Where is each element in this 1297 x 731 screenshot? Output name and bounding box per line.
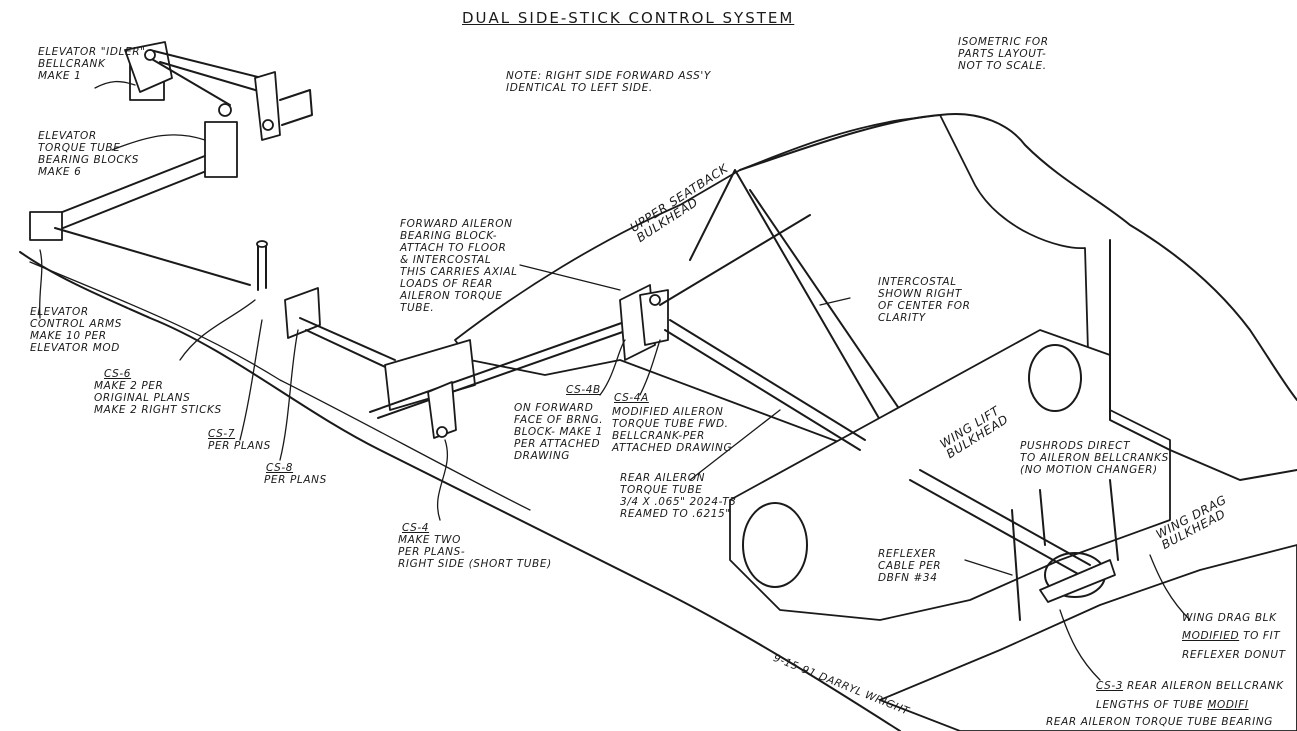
aileron-torque-tube: [299, 317, 397, 373]
cs4a-code: CS-4A: [614, 392, 649, 404]
leader-control-arms: [38, 249, 43, 319]
leader-cs8: [279, 329, 299, 461]
cs3-text: REAR AILERON BELLCRANK LENGTHS OF TUBE: [1096, 680, 1284, 711]
reflexer-cable-callout: REFLEXER CABLE PER DBFN #34: [878, 548, 942, 584]
elevator-tube-stub: [279, 89, 313, 126]
leader-idler: [94, 80, 136, 89]
lightening-hole-upper: [1028, 344, 1082, 412]
leader-fwd-block: [519, 264, 621, 291]
pushrod-left: [1039, 489, 1046, 546]
leader-reflexer: [964, 559, 1013, 576]
drag-blk-line1: WING DRAG BLK: [1182, 612, 1277, 624]
isometric-note: ISOMETRIC FOR PARTS LAYOUT- NOT TO SCALE…: [958, 36, 1049, 72]
leader-cs6: [179, 299, 256, 361]
cs4-text: MAKE TWO PER PLANS- RIGHT SIDE (SHORT TU…: [398, 534, 552, 570]
cs7-code: CS-7: [208, 428, 236, 440]
torque-tube-blocks-callout: ELEVATOR TORQUE TUBE BEARING BLOCKS MAKE…: [38, 130, 140, 178]
fwd-aileron-block-callout: FORWARD AILERON BEARING BLOCK- ATTACH TO…: [400, 218, 518, 314]
drawing-title: DUAL SIDE-STICK CONTROL SYSTEM: [462, 9, 795, 27]
cs3-group: CS-3 REAR AILERON BELLCRANK LENGTHS OF T…: [1096, 674, 1284, 712]
stick-top: [256, 240, 268, 248]
rear-bearing-callout: REAR AILERON TORQUE TUBE BEARING: [1046, 716, 1274, 728]
cs3-bellcrank: [1039, 559, 1116, 603]
cs4-pivot: [436, 426, 448, 438]
leader-cs4b: [599, 339, 626, 396]
cs6-text: MAKE 2 PER ORIGINAL PLANS MAKE 2 RIGHT S…: [94, 380, 222, 416]
elevator-arm-upper: [149, 49, 271, 93]
rear-aileron-torque-tube: [664, 319, 866, 451]
cs4b-code: CS-4B: [566, 384, 601, 396]
reflexer-cable: [1011, 509, 1021, 621]
lightening-hole-lower: [742, 502, 808, 588]
intercostal-callout: INTERCOSTAL SHOWN RIGHT OF CENTER FOR CL…: [878, 276, 971, 324]
pivot-3: [262, 119, 274, 131]
floor-inner-edge: [29, 261, 531, 511]
cs4-tube-box: [384, 339, 476, 411]
leader-cs4a: [639, 339, 661, 396]
floor-left-edge: [19, 251, 901, 731]
pivot-1: [144, 49, 156, 61]
cs3-code: CS-3: [1096, 680, 1124, 692]
bearing-block-front: [29, 211, 63, 241]
leader-drag-blk: [1149, 554, 1191, 621]
cs8-code: CS-8: [266, 462, 294, 474]
bearing-block-rear: [204, 121, 238, 178]
rear-tube-ext: [659, 214, 811, 306]
cs8-text: PER PLANS: [264, 474, 327, 486]
reflexer-tube: [909, 469, 1091, 576]
drag-blk-modified: MODIFIED: [1182, 630, 1240, 642]
intercostal-panel: [689, 169, 901, 421]
right-bulkhead: [1109, 239, 1297, 481]
leader-rear-tube: [689, 409, 781, 481]
cs4-code: CS-4: [402, 522, 430, 534]
pushrod-right: [1109, 479, 1119, 561]
pivot-2: [218, 103, 232, 117]
drag-blk-fit: TO FIT REFLEXER DONUT: [1182, 630, 1286, 661]
cs3-modified: MODIFI: [1207, 699, 1249, 711]
wing-drag-bulkhead: [879, 544, 1297, 731]
cs4a-pivot: [649, 294, 661, 306]
drag-blk-mod-group: MODIFIED TO FIT REFLEXER DONUT: [1182, 624, 1286, 662]
cs7-text: PER PLANS: [208, 440, 271, 452]
rear-torque-tube-callout: REAR AILERON TORQUE TUBE 3/4 X .065" 202…: [620, 472, 737, 520]
left-stick: [257, 242, 267, 291]
elevator-arm-lower: [149, 57, 231, 106]
bulkhead-top-ridge: [739, 113, 1297, 401]
leader-cs7: [239, 319, 263, 441]
cs8-block: [284, 287, 321, 339]
elevator-arm-rear: [254, 71, 281, 141]
elevator-torque-tube: [41, 149, 225, 235]
leader-torque-blocks: [111, 134, 206, 151]
right-side-note: NOTE: RIGHT SIDE FORWARD ASS'Y IDENTICAL…: [506, 70, 711, 94]
leader-intercostal: [819, 297, 851, 306]
pushrods-callout: PUSHRODS DIRECT TO AILERON BELLCRANKS (N…: [1020, 440, 1169, 476]
cs6-code: CS-6: [104, 368, 132, 380]
leader-cs3: [1059, 609, 1101, 681]
cs4a-text: MODIFIED AILERON TORQUE TUBE FWD. BELLCR…: [612, 406, 733, 454]
cs4b-text: ON FORWARD FACE OF BRNG. BLOCK- MAKE 1 P…: [514, 402, 604, 462]
leader-cs4: [436, 439, 449, 521]
control-arms-callout: ELEVATOR CONTROL ARMS MAKE 10 PER ELEVAT…: [30, 306, 123, 354]
cs4-arm: [427, 381, 457, 439]
fwd-aileron-pushrod: [369, 319, 635, 419]
elevator-idler-callout: ELEVATOR "IDLER" BELLCRANK MAKE 1: [38, 46, 146, 82]
elevator-pushrod: [54, 227, 251, 286]
idler-bellcrank: [124, 41, 173, 93]
